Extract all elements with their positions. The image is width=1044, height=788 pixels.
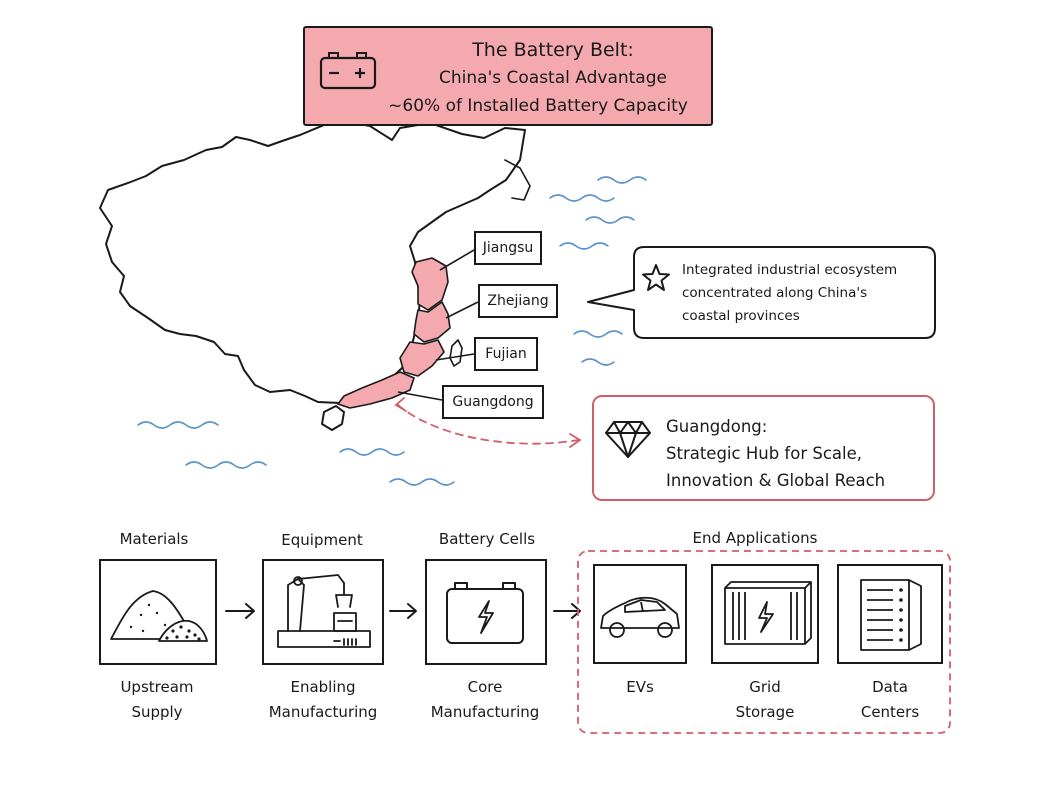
app-subtitle-evs-line-1: EVs <box>626 678 654 696</box>
callout-line-3: coastal provinces <box>682 308 800 324</box>
callout-line-1: Integrated industrial ecosystem <box>682 262 898 278</box>
app-subtitle-grid-line-2: Storage <box>735 703 795 721</box>
stage-subtitle-materials-line-2: Supply <box>131 703 183 721</box>
fujian-region <box>399 339 445 377</box>
guangdong-hub-title: Guangdong: <box>666 417 768 436</box>
jiangsu-region <box>411 257 449 311</box>
stage-subtitle-equipment-line-2: Manufacturing <box>268 703 378 721</box>
stage-subtitle-materials: Upstream Supply <box>100 675 214 725</box>
callout-line-2: concentrated along China's <box>682 285 868 301</box>
stage-box-equipment <box>262 559 384 665</box>
stage-subtitle-cells: Core Manufacturing <box>420 675 550 725</box>
stage-category-cells: Battery Cells <box>438 530 536 548</box>
arrow-cells-applications <box>553 603 581 619</box>
guangdong-hub-line-1: Strategic Hub for Scale, <box>666 444 862 463</box>
stage-subtitle-cells-line-1: Core <box>467 678 503 696</box>
app-subtitle-grid-line-1: Grid <box>749 678 781 696</box>
province-label-fujian: Fujian <box>474 337 538 371</box>
water-waves <box>137 176 647 486</box>
stage-box-cells <box>425 559 547 665</box>
end-applications-frame <box>577 550 951 734</box>
app-subtitle-dc: Data Centers <box>840 675 940 725</box>
title-text: The Battery Belt: <box>472 39 634 61</box>
electric-car-icon <box>600 596 680 638</box>
subtitle-text: China's Coastal Advantage <box>439 68 667 88</box>
stage-subtitle-cells-line-2: Manufacturing <box>430 703 540 721</box>
grid-storage-container-icon <box>724 581 812 645</box>
province-label-zhejiang: Zhejiang <box>478 284 558 318</box>
stage-subtitle-equipment-line-1: Enabling <box>290 678 356 696</box>
app-box-dc <box>837 564 943 664</box>
guangdong-hub-line-2: Innovation & Global Reach <box>666 471 886 490</box>
taiwan-island <box>449 339 463 367</box>
guangdong-connector <box>397 404 579 445</box>
app-box-grid <box>711 564 819 664</box>
title-box: The Battery Belt: China's Coastal Advant… <box>303 26 713 126</box>
korea-outline <box>504 159 531 201</box>
diamond-icon <box>605 421 651 458</box>
app-subtitle-dc-line-1: Data <box>872 678 908 696</box>
stage-subtitle-materials-line-1: Upstream <box>120 678 194 696</box>
app-subtitle-grid: Grid Storage <box>715 675 815 725</box>
province-label-jiangsu: Jiangsu <box>474 231 542 265</box>
stage-category-materials: Materials <box>119 530 189 548</box>
province-label-guangdong: Guangdong <box>442 385 544 419</box>
guangdong-hub-box: Guangdong: Strategic Hub for Scale, Inno… <box>592 395 935 501</box>
app-subtitle-evs: EVs <box>600 675 680 700</box>
battery-icon <box>319 52 377 90</box>
stat-text: ~60% of Installed Battery Capacity <box>388 96 688 116</box>
app-subtitle-dc-line-2: Centers <box>860 703 920 721</box>
china-outline <box>99 119 526 404</box>
guangdong-hub-text: Guangdong: Strategic Hub for Scale, Inno… <box>666 413 885 494</box>
callout-bubble <box>587 246 936 339</box>
stage-category-equipment: Equipment <box>281 531 363 549</box>
raw-material-piles-icon <box>110 590 208 642</box>
arrow-materials-equipment <box>225 603 255 619</box>
robotic-arm-icon <box>277 574 371 648</box>
callout-text: Integrated industrial ecosystem concentr… <box>682 259 932 328</box>
hainan-island <box>321 405 345 431</box>
stage-box-materials <box>99 559 217 665</box>
app-box-evs <box>593 564 687 664</box>
server-rack-icon <box>860 579 922 651</box>
battery-cell-icon <box>446 582 524 644</box>
end-applications-title: End Applications <box>692 529 818 547</box>
arrow-equipment-cells <box>389 603 417 619</box>
zhejiang-region <box>413 301 451 343</box>
guangdong-region <box>337 371 415 409</box>
star-icon <box>642 264 670 291</box>
stage-subtitle-equipment: Enabling Manufacturing <box>258 675 388 725</box>
